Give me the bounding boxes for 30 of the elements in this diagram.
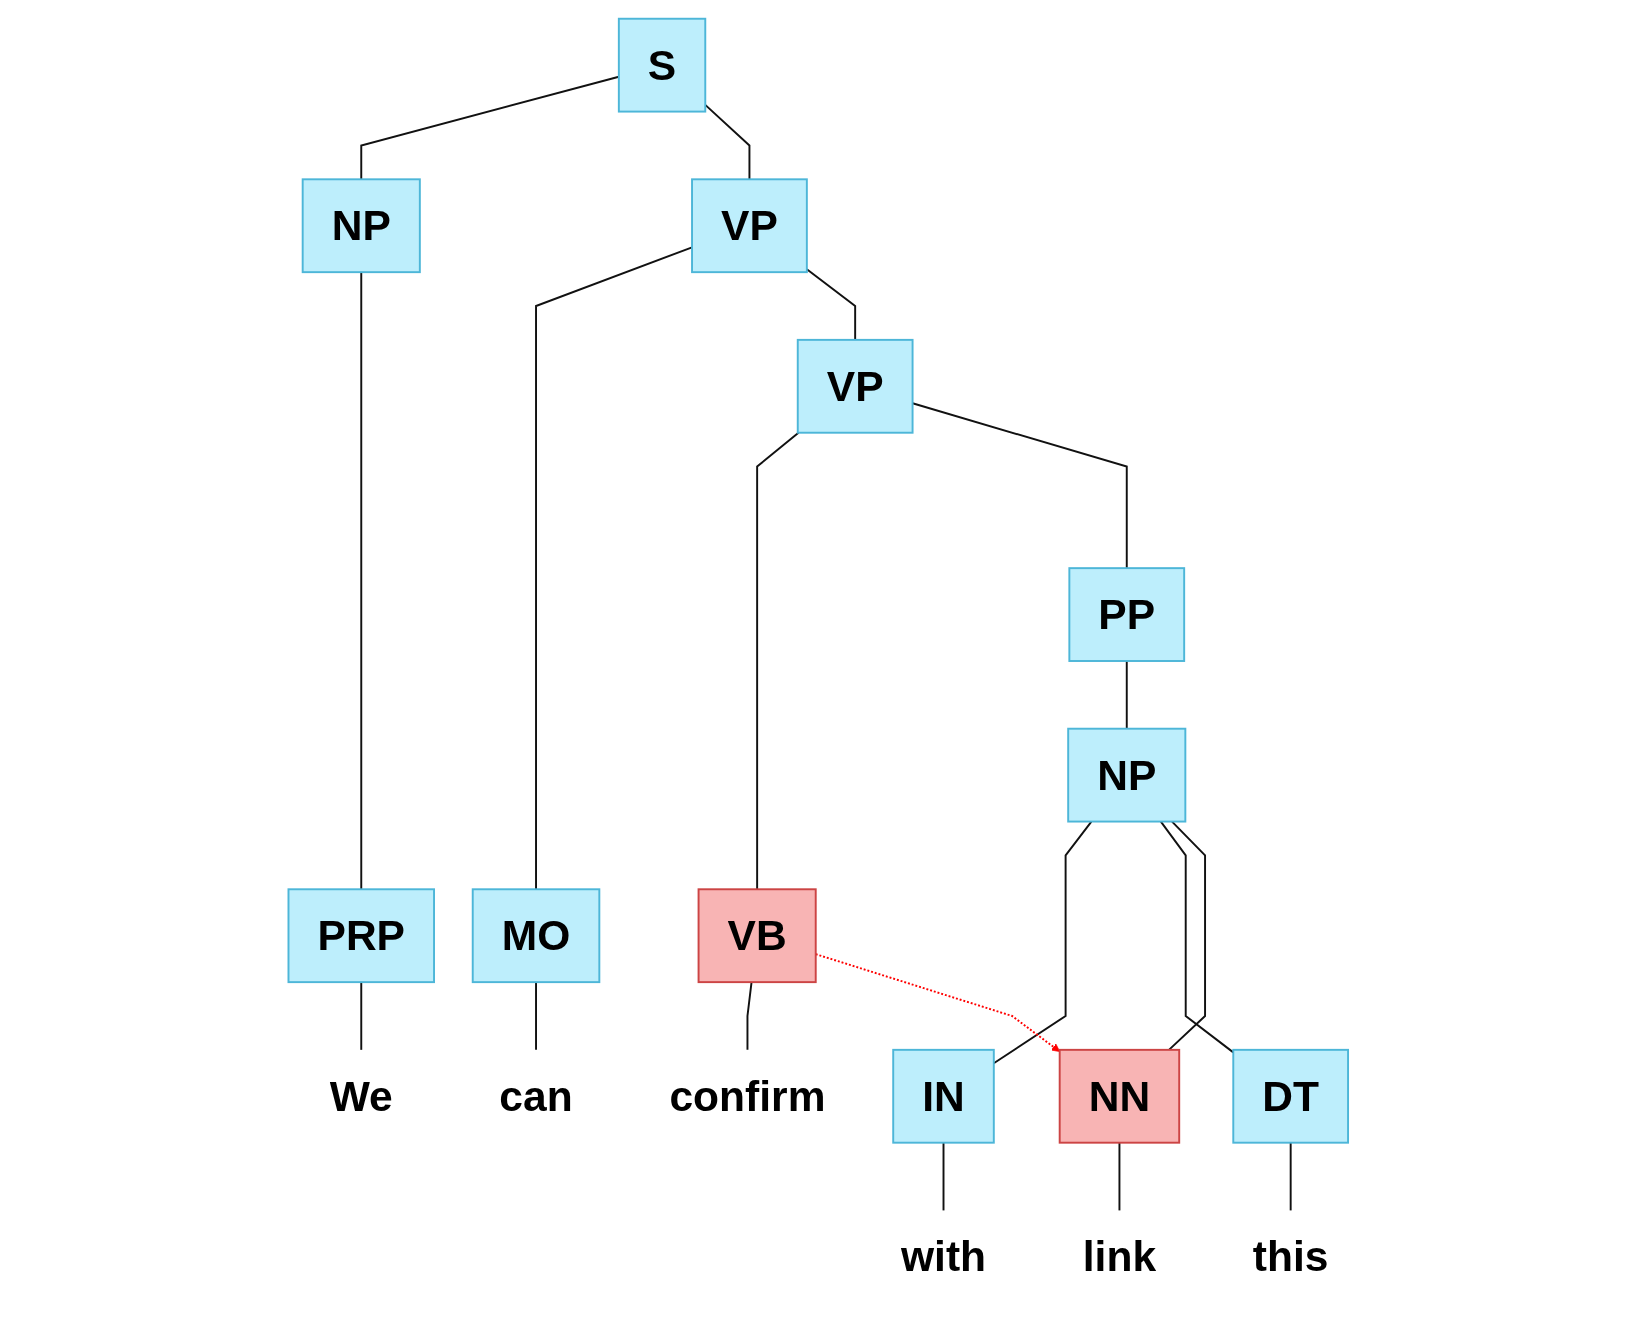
connector <box>534 980 537 1051</box>
connector <box>1289 1141 1292 1211</box>
node-text: this <box>1252 1232 1328 1280</box>
node-box: PP <box>1067 566 1185 662</box>
connector <box>805 267 856 341</box>
connector <box>746 980 752 1051</box>
connector <box>1125 659 1128 730</box>
node-box: VB <box>697 887 817 983</box>
node-text: confirm <box>668 1071 826 1119</box>
node-box: NP <box>301 177 421 273</box>
node-box: VP <box>796 338 914 434</box>
node-box: DT <box>1231 1048 1349 1144</box>
node-text: link <box>1082 1232 1156 1280</box>
connector <box>359 980 362 1051</box>
connector <box>359 270 362 890</box>
node-box: NP <box>1066 727 1186 823</box>
node-box: IN <box>891 1048 995 1144</box>
node-box: NN <box>1058 1048 1180 1144</box>
connector <box>1159 820 1234 1053</box>
node-text: with <box>900 1232 986 1280</box>
node-box: S <box>617 17 706 113</box>
connector <box>755 431 799 890</box>
node-box: PRP <box>287 887 435 983</box>
node-text: We <box>329 1071 393 1119</box>
connector <box>942 1141 944 1211</box>
connector <box>1167 820 1206 1051</box>
node-box: MO <box>471 887 600 983</box>
node-box: VP <box>690 177 808 273</box>
node-text: can <box>498 1071 573 1119</box>
connector <box>1118 1141 1120 1211</box>
